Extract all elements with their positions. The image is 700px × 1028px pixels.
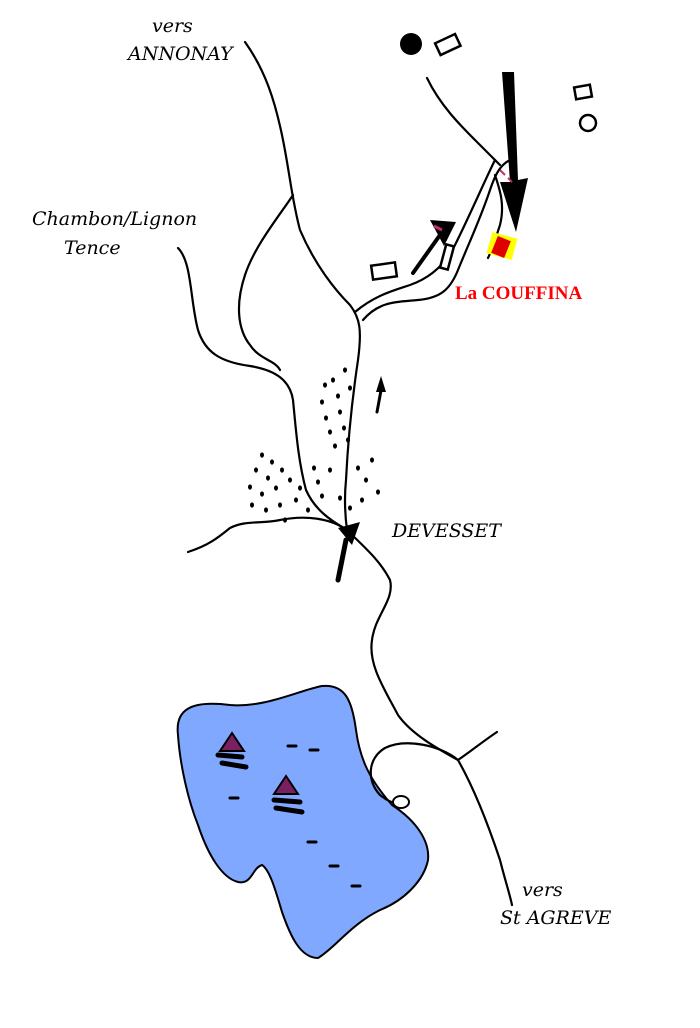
forest-dot xyxy=(260,452,264,458)
forest-dot xyxy=(294,497,298,503)
forest-dot xyxy=(320,399,324,405)
road-north xyxy=(425,76,502,167)
forest-dot xyxy=(328,429,332,435)
arrow-icon xyxy=(499,72,528,232)
forest-dot xyxy=(306,507,310,513)
forest-dot xyxy=(342,425,346,431)
forest-dot xyxy=(248,484,252,490)
label-agreve-vers: vers xyxy=(522,879,563,901)
forest-dot xyxy=(348,505,352,511)
forest-dot xyxy=(336,393,340,399)
forest-dot xyxy=(280,467,284,473)
forest-dot xyxy=(274,485,278,491)
forest-dot xyxy=(270,459,274,465)
road-lake-spur xyxy=(456,730,499,762)
forest-dot xyxy=(264,507,268,513)
forest-dot xyxy=(331,377,335,383)
forest-dot xyxy=(260,491,264,497)
forest-dot xyxy=(288,477,292,483)
label-couffina: La COUFFINA xyxy=(455,283,583,304)
forest-dots xyxy=(248,367,380,523)
forest-dot xyxy=(356,465,360,471)
forest-dot xyxy=(298,485,302,491)
building-icon xyxy=(369,32,598,282)
forest-dot xyxy=(278,502,282,508)
forest-dot xyxy=(266,475,270,481)
pond-marker xyxy=(392,795,410,809)
road-chambon xyxy=(176,246,349,532)
forest-dot xyxy=(283,517,287,523)
forest-dot xyxy=(346,437,350,443)
forest-dot xyxy=(316,479,320,485)
route-arrow-icon xyxy=(335,220,456,583)
forest-dot xyxy=(338,495,342,501)
label-annonay-vers: vers xyxy=(152,15,193,37)
road-west xyxy=(186,516,349,554)
forest-dot xyxy=(338,409,342,415)
lake-marks xyxy=(228,744,362,888)
forest-dot xyxy=(348,385,352,391)
road-south xyxy=(345,528,514,907)
forest-dot xyxy=(364,477,368,483)
forest-dot xyxy=(312,465,316,471)
couffina-marker xyxy=(486,232,518,260)
sailboat-icon xyxy=(215,731,305,815)
forest-dot xyxy=(320,493,324,499)
forest-dot xyxy=(333,443,337,449)
label-chambon: Chambon/Lignon xyxy=(32,208,198,230)
forest-dot xyxy=(328,467,332,473)
forest-dot xyxy=(254,467,258,473)
label-annonay: ANNONAY xyxy=(128,43,233,65)
forest-dot xyxy=(343,367,347,373)
forest-dot xyxy=(360,497,364,503)
forest-dot xyxy=(323,382,327,388)
label-tence: Tence xyxy=(64,237,121,259)
road-branch-upper xyxy=(237,193,295,372)
road-annonay xyxy=(243,40,361,532)
forest-dot xyxy=(250,502,254,508)
lake xyxy=(176,684,430,960)
label-devesset: DEVESSET xyxy=(392,520,501,542)
forest-dot xyxy=(370,457,374,463)
forest-dot xyxy=(324,415,328,421)
label-agreve: St AGREVE xyxy=(500,907,612,929)
forest-dot xyxy=(376,489,380,495)
road-couffina xyxy=(361,158,512,322)
